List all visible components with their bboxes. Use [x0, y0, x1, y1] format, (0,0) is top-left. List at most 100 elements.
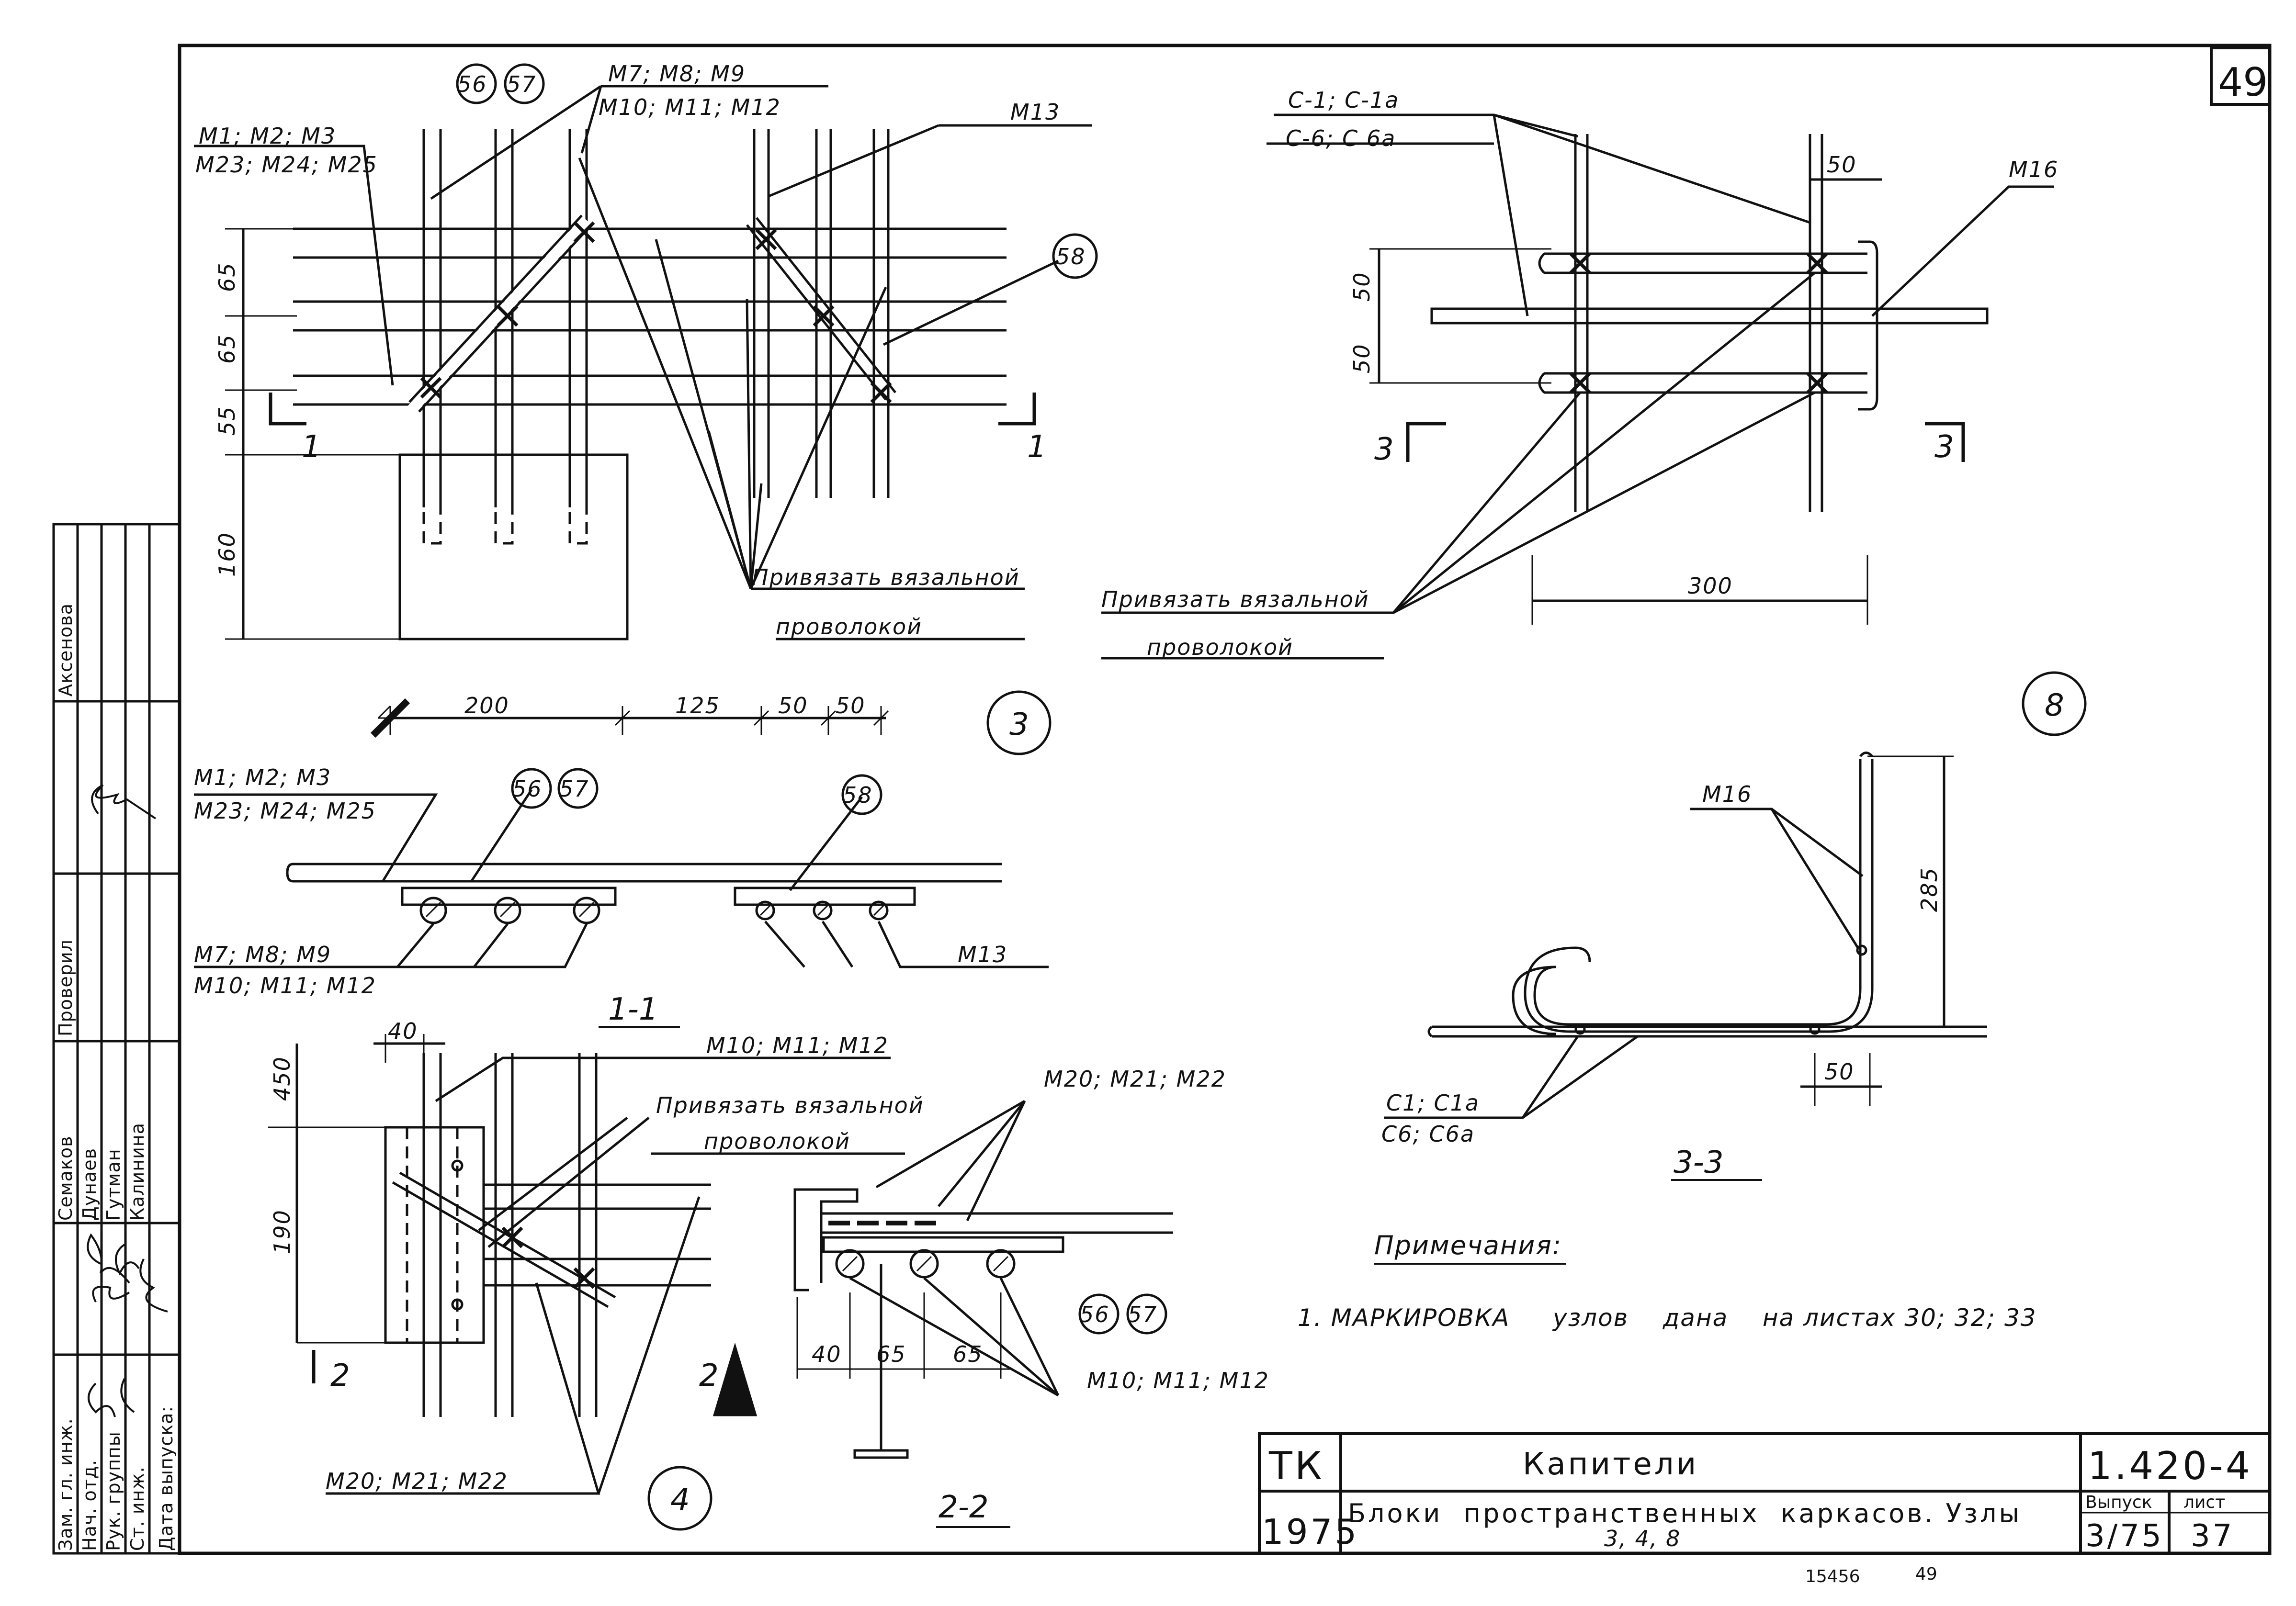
name-dunaev: Дунаев	[79, 1148, 100, 1221]
node4-labels: 40 450 190 M10; M11; M12 Привязать вязал…	[269, 1018, 924, 1518]
archive-number: 15456	[1805, 1567, 1860, 1586]
bubble-57: 57	[1128, 1302, 1158, 1327]
label-m10-m11-m12: M10; M11; M12	[599, 94, 781, 120]
dim-160: 160	[214, 532, 240, 577]
section22-drawing	[793, 1100, 1173, 1528]
section33-drawing	[1384, 752, 1987, 1181]
node3-drawing	[194, 63, 1098, 755]
dim-50b: 50	[836, 693, 866, 719]
bubble-56: 56	[1080, 1302, 1110, 1327]
name-kalinina: Калинина	[127, 1123, 148, 1221]
drawing-code: 1.420-4	[2088, 1444, 2252, 1488]
dim-65a: 65	[214, 262, 240, 292]
section11-labels: 200 125 50 50 M1; M2; M3 M23; M24; M25 5…	[194, 693, 1007, 1027]
label-m16: M16	[1702, 781, 1752, 807]
tie-note-2: проволокой	[1147, 634, 1293, 660]
sheet-label: лист	[2183, 1493, 2225, 1512]
name-gutman: Гутман	[103, 1148, 124, 1221]
node8-drawing	[1101, 113, 2087, 736]
tie-note-1: Привязать вязальной	[1101, 586, 1369, 612]
bubble-58: 58	[843, 782, 873, 808]
cut-3-left: 3	[1374, 432, 1394, 467]
bubble-57: 57	[559, 776, 589, 802]
label-m16: M16	[2009, 157, 2058, 182]
notes-item-1: 1. МАРКИРОВКА узлов дана на листах 30; 3…	[1298, 1304, 2037, 1332]
label-m1-m2-m3: M1; M2; M3	[194, 764, 331, 790]
tie-note-1: Привязать вязальной	[752, 564, 1020, 590]
node8-labels: C-1; C-1a C-6; C 6a 50 M16 50 50 300 При…	[1101, 87, 2064, 723]
label-m10-m11-m12: M10; M11; M12	[194, 973, 376, 999]
dim-50a: 50	[778, 693, 808, 719]
node4-drawing	[268, 1034, 905, 1531]
dim-285: 285	[1916, 867, 1942, 912]
drawing-nodes: 3, 4, 8	[1604, 1526, 1681, 1551]
node3-labels: 56 57 58 M7; M8; M9 M10; M11; M12 M13 M1…	[195, 61, 1086, 742]
dim-65a: 65	[876, 1341, 906, 1367]
name-semakov: Семаков	[55, 1136, 76, 1221]
tie-note-2: проволокой	[704, 1128, 850, 1154]
dim-190: 190	[269, 1209, 295, 1254]
dim-50b: 50	[1349, 343, 1375, 373]
role-date: Дата выпуска:	[156, 1406, 177, 1551]
section22-title: 2-2	[939, 1490, 989, 1525]
label-m13: M13	[958, 942, 1007, 967]
label-m20-m21-m22: M20; M21; M22	[326, 1468, 508, 1494]
bubble-56: 56	[457, 71, 487, 97]
dim-65b: 65	[214, 334, 240, 364]
role-engineer: Ст. инж.	[127, 1466, 148, 1551]
signatures	[87, 784, 168, 1417]
drawing-subtitle: Блоки пространственных каркасов. Узлы	[1348, 1498, 2022, 1528]
label-m1-m2-m3: M1; M2; M3	[199, 123, 336, 149]
tie-note-2: проволокой	[776, 614, 922, 640]
issue-label: Выпуск	[2085, 1493, 2152, 1512]
dim-450: 450	[269, 1056, 295, 1101]
cut-3-right: 3	[1934, 429, 1954, 465]
label-m20-m21-m22: M20; M21; M22	[1044, 1066, 1226, 1092]
bubble-56: 56	[512, 776, 543, 802]
sheet-number: 49	[2218, 60, 2268, 105]
cut-1-right: 1	[1027, 429, 1047, 465]
checked-name: Аксенова	[55, 603, 76, 696]
tie-note-1: Привязать вязальной	[656, 1092, 924, 1118]
label-c1-c1a: C1; C1a	[1386, 1090, 1480, 1116]
dim-50-top: 50	[1827, 152, 1857, 178]
section11-title: 1-1	[608, 992, 658, 1027]
bubble-58: 58	[1056, 244, 1086, 270]
dim-55: 55	[214, 405, 240, 436]
label-m7-m8-m9: M7; M8; M9	[194, 942, 331, 967]
label-m10-m11-m12: M10; M11; M12	[1087, 1368, 1269, 1393]
node3-callout: 3	[1009, 707, 1029, 742]
title-block-text: ТК 1975 Капители Блоки пространственных …	[1262, 1444, 2252, 1586]
dim-40: 40	[388, 1018, 418, 1044]
label-m23-m24-m25: M23; M24; M25	[194, 798, 376, 824]
drawing-name: Капители	[1523, 1447, 1698, 1482]
node4-callout: 4	[670, 1482, 690, 1518]
label-c1-c1a: C-1; C-1a	[1288, 87, 1399, 113]
label-m13: M13	[1010, 99, 1060, 125]
issue-number: 3/75	[2085, 1518, 2164, 1554]
notes-heading: Примечания:	[1374, 1230, 1562, 1260]
label-c6-c6a: C-6; C 6a	[1286, 125, 1396, 151]
cut-1-left: 1	[302, 429, 321, 465]
role-chief: Зам. гл. инж.	[55, 1418, 76, 1551]
dim-300: 300	[1688, 573, 1733, 599]
checked-label: Проверил	[55, 939, 76, 1036]
sheet-in-block: 37	[2191, 1518, 2234, 1554]
section22-labels: M20; M21; M22 56 57 40 65 65 M10; M11; M…	[812, 1066, 1269, 1525]
title-block	[1258, 1432, 2271, 1555]
dim-50a: 50	[1349, 271, 1375, 302]
side-stamp-roles: Зам. гл. инж. Нач. отд. Рук. группы Ст. …	[55, 603, 177, 1551]
bubble-57: 57	[507, 71, 537, 97]
label-m10-m11-m12: M10; M11; M12	[706, 1033, 889, 1058]
side-stamp	[52, 523, 181, 1555]
year: 1975	[1262, 1512, 1359, 1552]
section33-title: 3-3	[1674, 1145, 1724, 1180]
cut-2-left: 2	[330, 1358, 350, 1393]
dim-65b: 65	[953, 1341, 983, 1367]
node8-callout: 8	[2045, 688, 2064, 723]
cut-2-right: 2	[699, 1358, 719, 1393]
dim-50: 50	[1824, 1059, 1855, 1085]
section33-labels: M16 285 50 C1; C1a C6; C6a 3-3	[1381, 781, 1942, 1180]
dim-200: 200	[464, 693, 509, 719]
